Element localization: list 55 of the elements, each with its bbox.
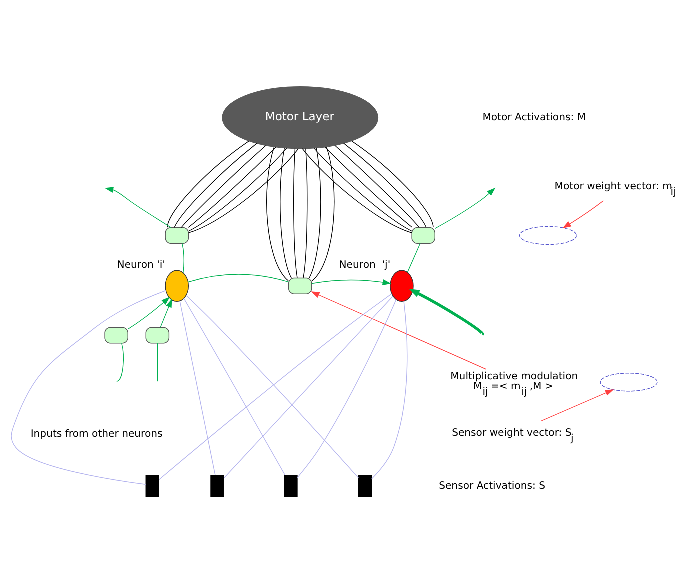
connector [312, 146, 335, 282]
node-box [165, 227, 190, 244]
connector [334, 146, 420, 228]
connector [303, 148, 308, 278]
node-label: Neuron 'j' [339, 260, 391, 271]
connector [186, 295, 359, 478]
label: Sensor Activations: S [439, 480, 546, 492]
connector [372, 301, 408, 480]
arrow [311, 292, 486, 370]
node-box [412, 227, 436, 244]
node-bar [284, 475, 298, 497]
connector [174, 143, 258, 228]
connector [297, 299, 397, 478]
node-box [104, 327, 128, 344]
arrow [409, 289, 484, 336]
node-bar [210, 475, 224, 497]
node-circle [390, 270, 414, 302]
connector [188, 147, 276, 228]
node-label: Neuron 'i' [117, 260, 166, 271]
connector [180, 300, 216, 476]
connector [324, 147, 413, 228]
arrow [541, 390, 614, 422]
node-box [146, 327, 170, 344]
arrow [562, 200, 604, 229]
connector [181, 146, 266, 228]
connector [157, 343, 158, 382]
connector [182, 243, 185, 274]
connector [294, 148, 298, 278]
connector [184, 298, 286, 476]
arrow [160, 298, 172, 328]
arrow [312, 280, 392, 286]
node-ellipse: Motor Layer [222, 86, 379, 150]
node-box [288, 278, 312, 294]
connector [344, 143, 427, 228]
node-ellipse [600, 373, 658, 392]
connector [352, 140, 434, 228]
node-bar [146, 475, 160, 497]
node-bar [358, 475, 372, 497]
connector [280, 148, 292, 279]
connector [188, 274, 290, 283]
connector [116, 343, 124, 382]
arrow [434, 188, 496, 230]
arrow [104, 187, 172, 228]
label: Inputs from other neurons [30, 428, 163, 440]
connector [224, 296, 394, 479]
connector [11, 290, 166, 485]
connector [158, 294, 392, 480]
connector [407, 243, 421, 273]
node-ellipse [519, 226, 578, 246]
connector [309, 148, 322, 279]
label: Motor Activations: M [482, 112, 586, 124]
connector [266, 146, 289, 282]
connector [167, 140, 250, 228]
node-circle [165, 270, 190, 302]
arrow [128, 297, 170, 330]
